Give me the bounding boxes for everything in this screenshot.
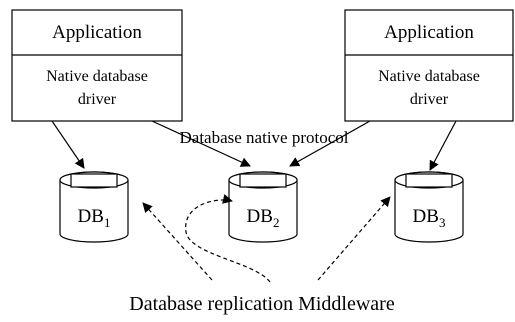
database-db3-label: DB3 [413,206,446,230]
arrow-right-app-to-db2 [289,120,371,167]
arrow-left-app-to-db1 [51,120,85,169]
application-right: Application Native database driver [344,9,514,122]
replication-arrow-to-db3 [317,196,391,281]
database-db1-label: DB1 [78,206,111,230]
arrow-left-app-to-db2 [151,120,251,167]
database-db1: DB1 [59,171,129,243]
arrow-right-app-to-db3 [429,120,457,171]
application-left-title: Application [52,22,142,43]
middleware-label: Database replication Middleware [129,293,395,315]
database-db3: DB3 [394,171,464,243]
application-right-driver-line2: driver [410,91,449,108]
database-db2: DB2 [228,171,298,243]
application-right-driver-line1: Native database [378,68,480,85]
protocol-label: Database native protocol [180,128,349,147]
application-right-title: Application [384,22,474,43]
database-db2-label: DB2 [247,206,280,230]
database-db1-slot [70,173,118,188]
application-left: Application Native database driver [11,9,183,122]
replication-arrow-to-db1 [142,202,213,281]
application-left-box [11,9,183,122]
application-left-driver-line1: Native database [46,68,148,85]
database-db2-slot [239,173,287,188]
database-db3-slot [405,173,453,188]
application-right-box [344,9,514,122]
replication-arrow-to-db2 [185,194,271,283]
application-left-driver-line2: driver [78,91,117,108]
